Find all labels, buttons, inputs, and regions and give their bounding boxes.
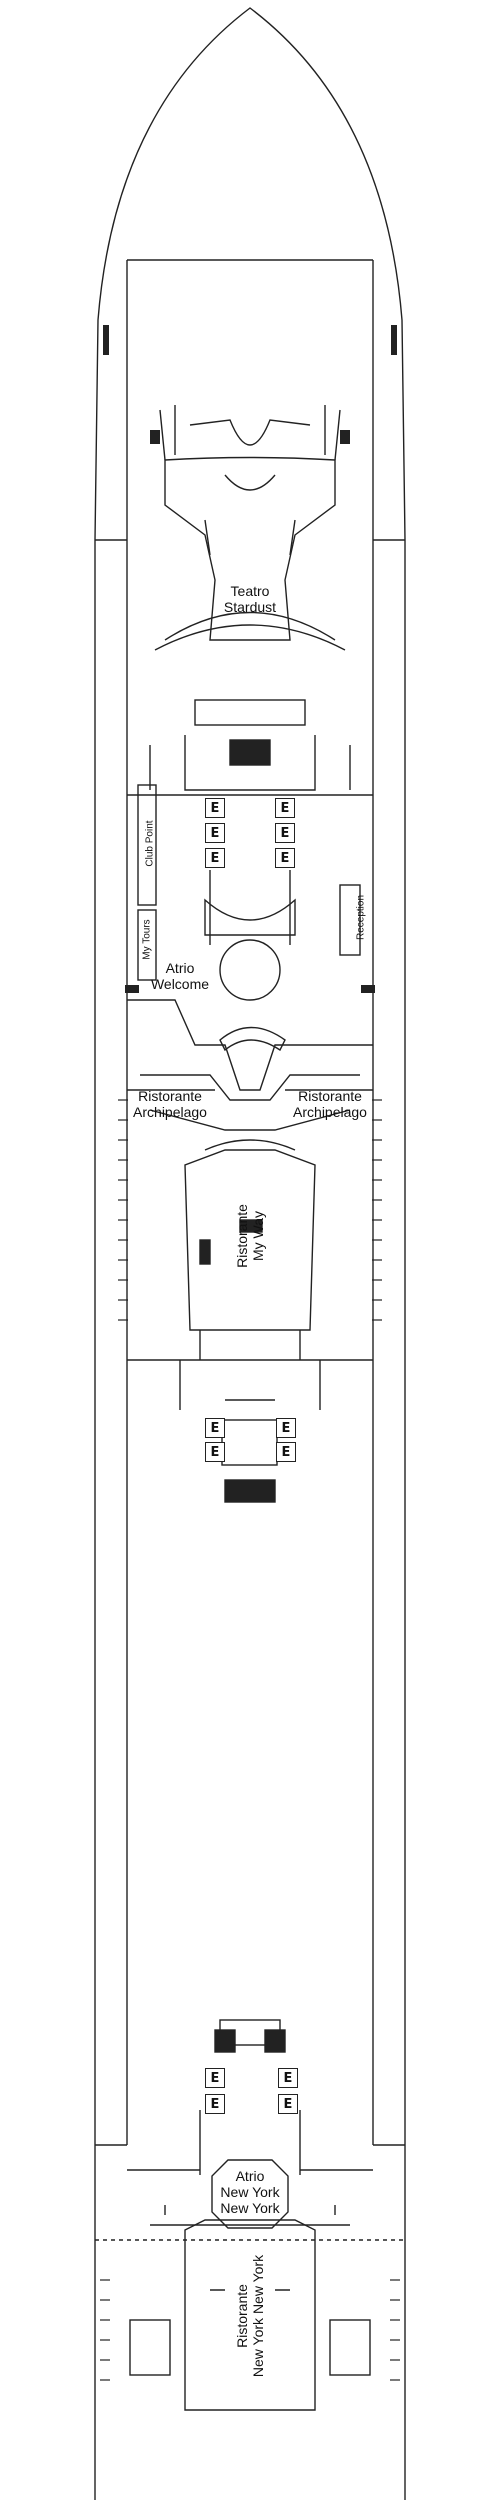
elevator-icon: E xyxy=(205,798,225,818)
label-line: Atrio xyxy=(235,2168,265,2184)
label-line: Atrio xyxy=(165,960,195,976)
label-teatro-stardust: Teatro Stardust xyxy=(200,583,300,615)
label-line: Archipelago xyxy=(133,1104,207,1120)
label-line: Ristorante xyxy=(234,2284,250,2348)
label-atrio-new-york: Atrio New York New York xyxy=(200,2168,300,2216)
elevator-icon: E xyxy=(205,1418,225,1438)
theatre-seating-arc xyxy=(164,611,336,641)
label-line: New York xyxy=(220,2200,280,2216)
elevator-icon: E xyxy=(205,1442,225,1462)
elevator-icon: E xyxy=(205,2068,225,2088)
elevator-icon: E xyxy=(275,848,295,868)
elevator-icon: E xyxy=(205,823,225,843)
label-line: Stardust xyxy=(223,599,277,615)
elevator-icon: E xyxy=(278,2094,298,2114)
label-ristorante-archipelago-right: Ristorante Archipelago xyxy=(280,1088,380,1120)
label-line: Welcome xyxy=(150,976,210,992)
label-ristorante-my-way: Ristorante My Way xyxy=(234,1186,266,1286)
new-york-restaurant-room xyxy=(184,2219,316,2411)
my-way-room xyxy=(184,1149,316,1331)
elevator-icon: E xyxy=(275,798,295,818)
elevator-icon: E xyxy=(205,848,225,868)
label-line: Ristorante xyxy=(298,1088,362,1104)
deck-frame xyxy=(126,259,374,2145)
elevator-icon: E xyxy=(276,1442,296,1462)
label-reception: Reception xyxy=(355,894,367,941)
hull-outline xyxy=(94,7,406,2500)
label-line: Teatro xyxy=(230,583,270,599)
label-line: Archipelago xyxy=(293,1104,367,1120)
elevator-icon: E xyxy=(276,1418,296,1438)
atrium-fountain xyxy=(219,939,281,1001)
atrium-new-york-octagon xyxy=(211,2159,289,2229)
label-ristorante-new-york-new-york: Ristorante New York New York xyxy=(234,2241,266,2391)
theatre-stage xyxy=(224,474,276,491)
label-line: New York xyxy=(220,2184,280,2200)
label-club-point: Club Point xyxy=(144,820,156,867)
label-line: Ristorante xyxy=(234,1204,250,1268)
label-my-tours: My Tours xyxy=(141,919,153,960)
theatre-outline xyxy=(164,456,336,641)
label-line: New York New York xyxy=(250,2254,266,2378)
label-atrio-welcome: Atrio Welcome xyxy=(130,960,230,992)
elevator-icon: E xyxy=(205,2094,225,2114)
label-line: My Way xyxy=(250,1210,266,1262)
elevator-icon: E xyxy=(275,823,295,843)
label-ristorante-archipelago-left: Ristorante Archipelago xyxy=(120,1088,220,1120)
label-line: Ristorante xyxy=(138,1088,202,1104)
elevator-icon: E xyxy=(278,2068,298,2088)
